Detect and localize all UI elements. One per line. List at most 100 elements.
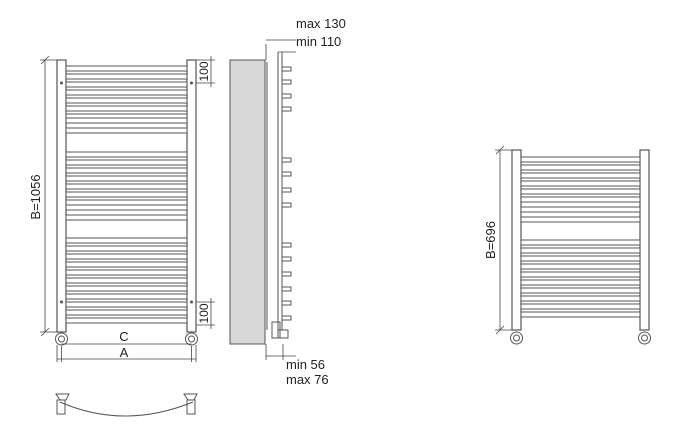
small-left-valve xyxy=(510,331,523,345)
dimension-spacing-bottom: 100 xyxy=(196,298,215,329)
small-horizontal-bar xyxy=(520,311,641,318)
left-valve-inner xyxy=(58,335,65,343)
small-horizontal-bar xyxy=(520,287,641,294)
small-horizontal-bars xyxy=(520,156,641,318)
side-bar-end xyxy=(281,242,292,248)
side-bar-end xyxy=(281,202,292,208)
left-valve xyxy=(55,332,68,346)
dimension-spacing-top: 100 xyxy=(196,56,215,87)
small-horizontal-bar xyxy=(520,216,641,223)
side-bar-end xyxy=(281,300,292,306)
horizontal-bar xyxy=(65,175,188,182)
horizontal-bar xyxy=(65,301,188,308)
front-view-large xyxy=(55,59,198,346)
side-bar-end xyxy=(281,79,292,85)
horizontal-bar xyxy=(65,317,188,324)
small-left-collector xyxy=(511,149,522,331)
depth-max-bottom-label: max 76 xyxy=(286,372,329,387)
side-bar-end xyxy=(281,256,292,262)
right-valve-inner xyxy=(188,335,195,343)
mount-dot xyxy=(190,300,193,304)
small-horizontal-bar xyxy=(520,180,641,187)
side-bar-end xyxy=(281,286,292,292)
small-horizontal-bar xyxy=(520,239,641,246)
horizontal-bar xyxy=(65,237,188,244)
small-horizontal-bar xyxy=(520,295,641,302)
horizontal-bar xyxy=(65,65,188,72)
right-valve xyxy=(185,332,198,346)
small-horizontal-bar xyxy=(520,164,641,171)
wall-panel xyxy=(229,59,266,345)
mount-dot xyxy=(60,81,63,85)
horizontal-bar xyxy=(65,159,188,166)
depth-max-top-label: max 130 xyxy=(296,16,346,31)
depth-min-bottom-label: min 56 xyxy=(286,357,325,372)
dimension-height-small: B=696 xyxy=(483,145,512,335)
horizontal-bar xyxy=(65,253,188,260)
depth-min-top-label: min 110 xyxy=(296,34,341,49)
dimension-widths: C A xyxy=(56,329,197,362)
small-horizontal-bar xyxy=(520,303,641,310)
spacing-top-label: 100 xyxy=(197,61,211,81)
horizontal-bar xyxy=(65,105,188,112)
small-horizontal-bar xyxy=(520,255,641,262)
horizontal-bar xyxy=(65,81,188,88)
side-view xyxy=(229,52,292,345)
horizontal-bar xyxy=(65,309,188,316)
small-horizontal-bar xyxy=(520,172,641,179)
small-horizontal-bar xyxy=(520,188,641,195)
right-collector xyxy=(186,59,197,333)
small-horizontal-bar xyxy=(520,279,641,286)
horizontal-bar xyxy=(65,191,188,198)
spacing-bottom-label: 100 xyxy=(197,303,211,323)
width-c-label: C xyxy=(119,329,128,344)
top-view-right-bracket xyxy=(183,393,198,401)
horizontal-bar xyxy=(65,204,188,211)
top-view-left-bracket xyxy=(55,393,70,401)
horizontal-bar xyxy=(65,183,188,190)
small-right-valve xyxy=(638,331,651,345)
top-view-right-valve xyxy=(186,399,196,415)
side-bar-end xyxy=(281,315,292,321)
side-bar-end xyxy=(281,271,292,277)
horizontal-bar xyxy=(65,285,188,292)
small-horizontal-bar xyxy=(520,263,641,270)
small-horizontal-bar xyxy=(520,206,641,213)
small-horizontal-bar xyxy=(520,196,641,203)
small-horizontal-bar xyxy=(520,156,641,163)
top-view-arc xyxy=(59,401,194,417)
top-view xyxy=(55,393,198,417)
small-horizontal-bar xyxy=(520,271,641,278)
horizontal-bar xyxy=(65,73,188,80)
side-valve-connector xyxy=(277,329,289,339)
side-bar-ends xyxy=(281,66,292,321)
horizontal-bar xyxy=(65,97,188,104)
width-a-label: A xyxy=(120,345,129,360)
left-collector xyxy=(56,59,67,333)
horizontal-bar xyxy=(65,89,188,96)
side-bar-end xyxy=(281,106,292,112)
height-small-label: B=696 xyxy=(483,221,498,259)
side-bar-end xyxy=(281,66,292,72)
horizontal-bar xyxy=(65,245,188,252)
horizontal-bar xyxy=(65,167,188,174)
side-bar-end xyxy=(281,157,292,163)
horizontal-bar xyxy=(65,269,188,276)
horizontal-bar xyxy=(65,127,188,134)
dimension-depth-bottom: min 56 max 76 xyxy=(265,344,329,387)
horizontal-bar xyxy=(65,199,188,206)
front-view-small xyxy=(510,149,651,345)
dimension-depth-top: max 130 min 110 xyxy=(265,16,346,60)
mount-dot xyxy=(60,300,63,304)
small-right-collector xyxy=(639,149,650,331)
small-horizontal-bar xyxy=(520,247,641,254)
horizontal-bar xyxy=(65,261,188,268)
side-bar-end xyxy=(281,171,292,177)
horizontal-bar xyxy=(65,214,188,221)
dimension-height-large: B=1056 xyxy=(28,55,57,337)
mount-dot xyxy=(190,81,193,85)
horizontal-bars xyxy=(65,65,188,324)
small-left-valve-inner xyxy=(513,334,520,342)
height-large-label: B=1056 xyxy=(28,174,43,219)
